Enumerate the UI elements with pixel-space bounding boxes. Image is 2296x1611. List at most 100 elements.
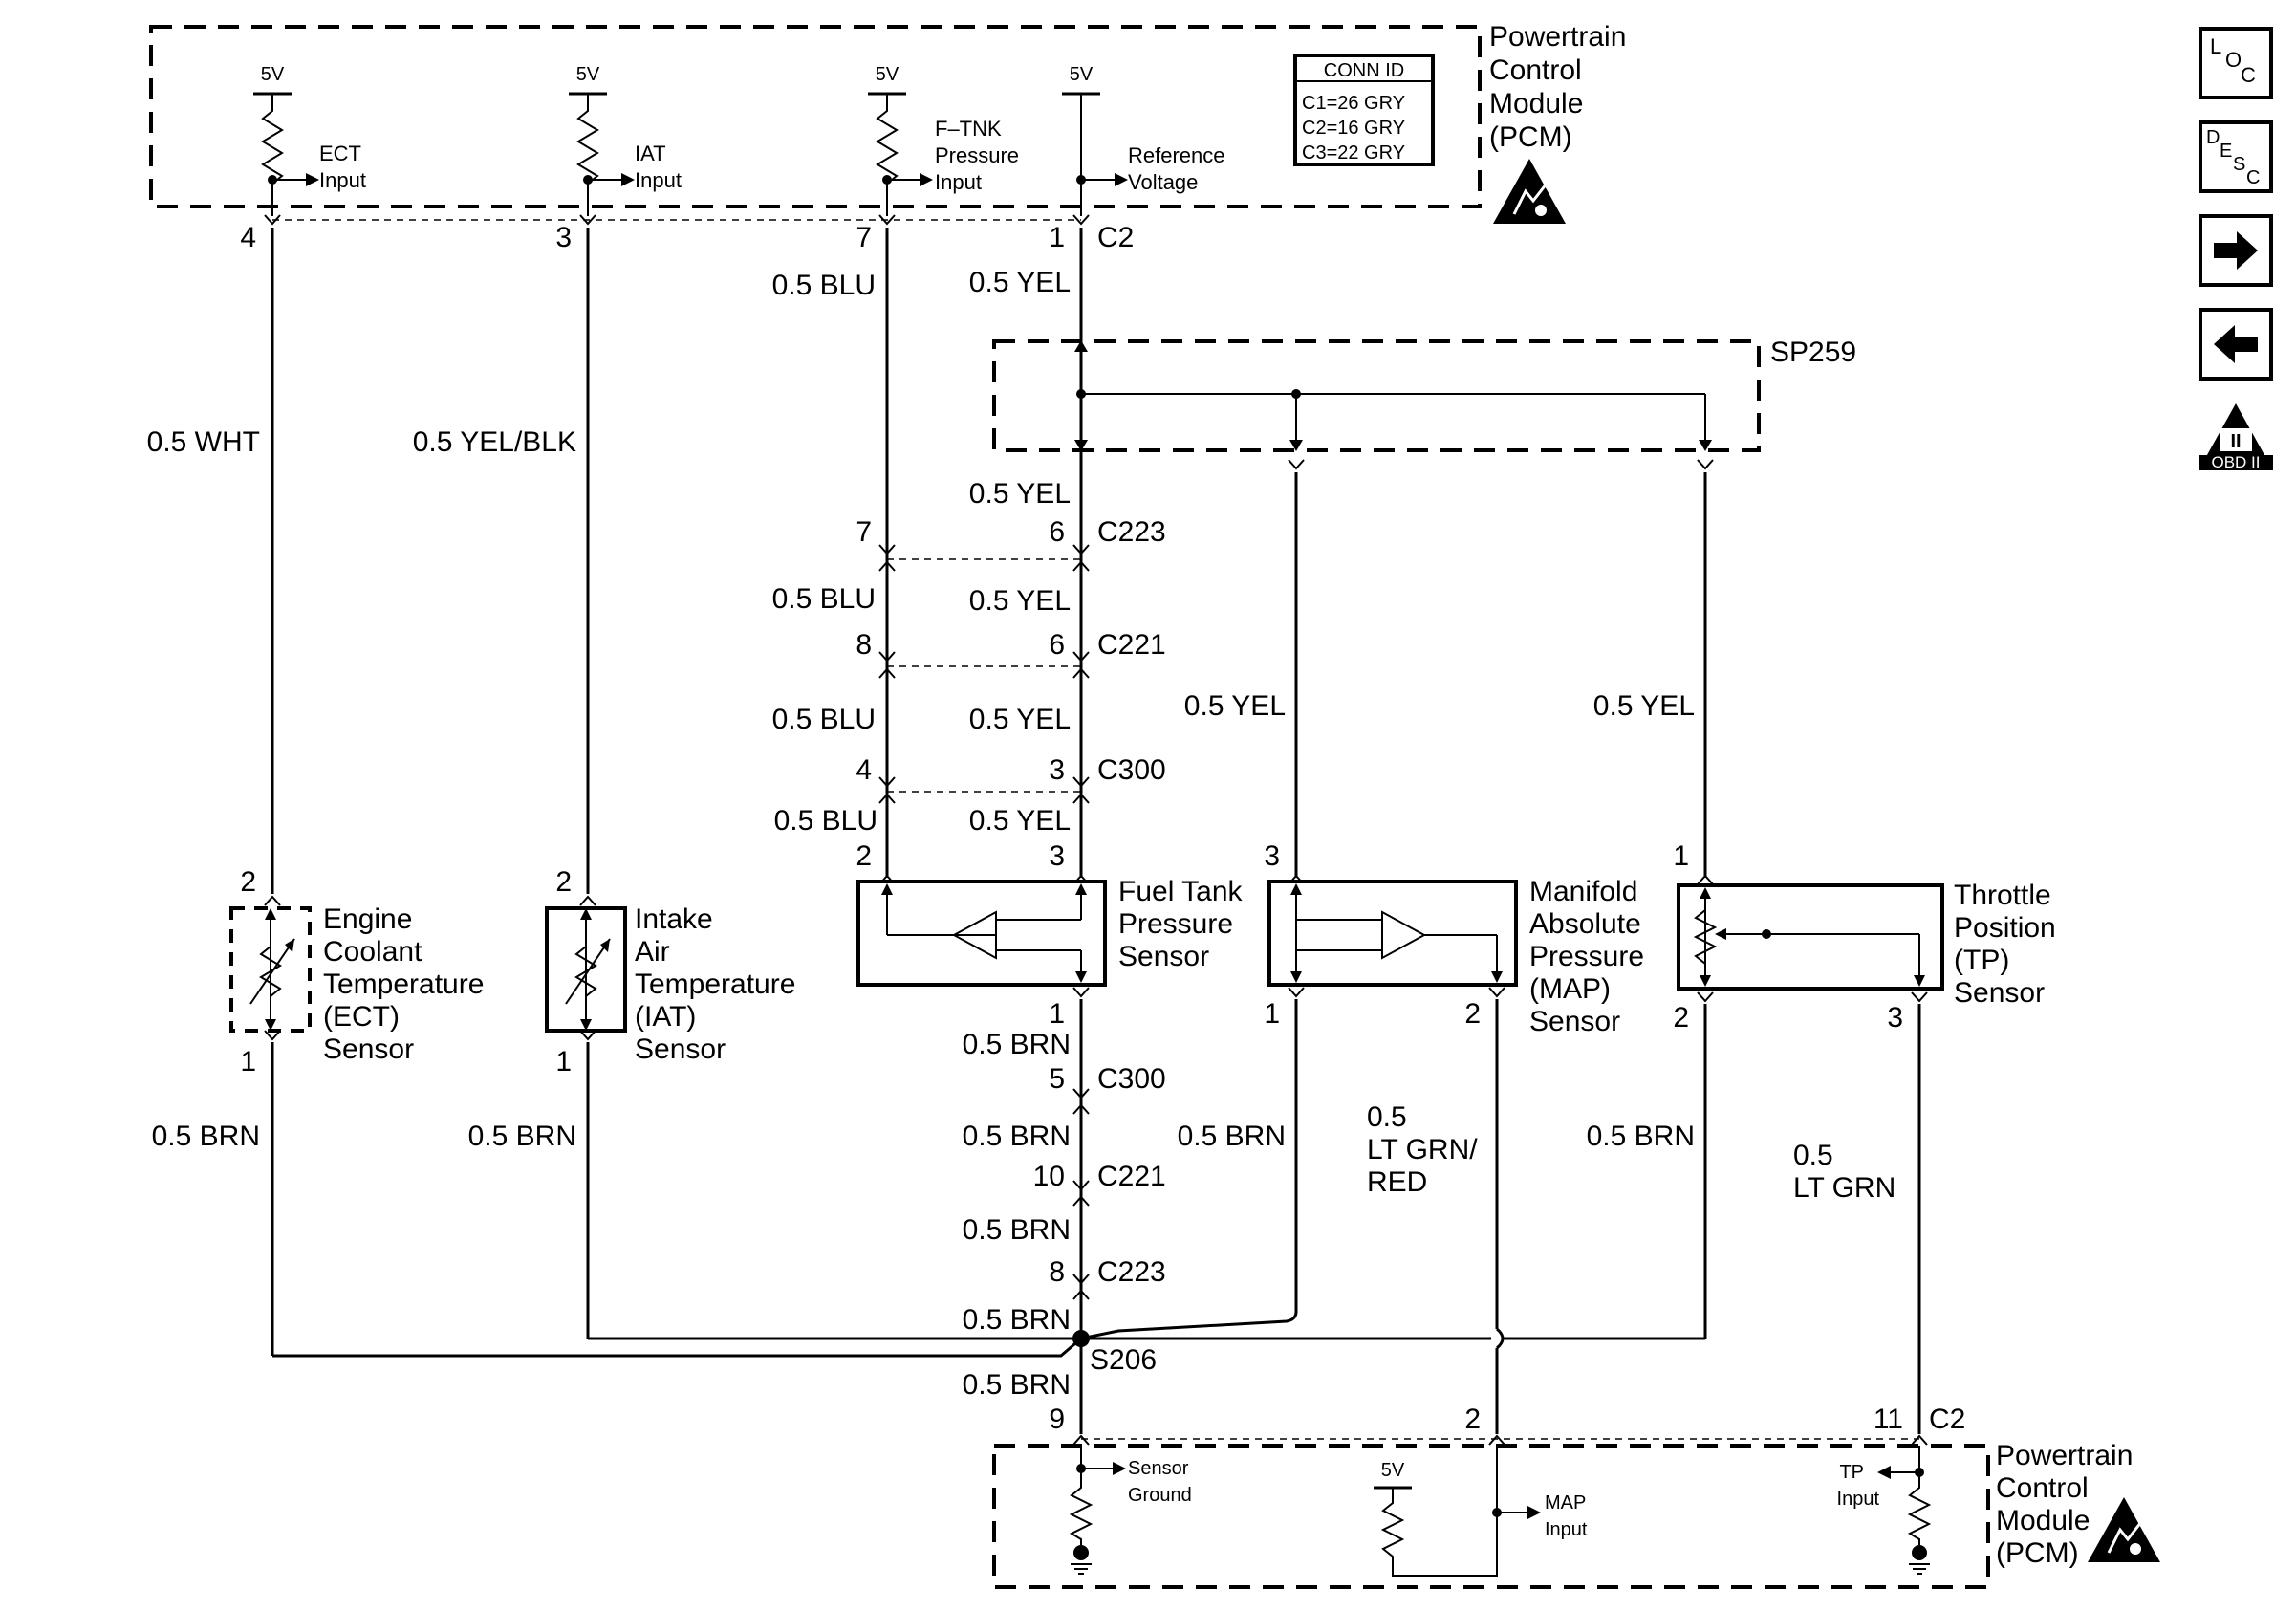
obd-caption: OBD II xyxy=(2211,453,2260,471)
map-input-label-2: Input xyxy=(1545,1519,1588,1540)
pin-label: 3 xyxy=(1049,840,1065,872)
ect-sensor-label-2: Coolant xyxy=(323,936,422,968)
pcm-ftnk-input: 5V F–TNK Pressure Input xyxy=(868,64,1019,216)
connector-c300-label: C300 xyxy=(1097,754,1166,786)
wire-label-yel: 0.5 YEL xyxy=(1593,690,1695,722)
desc-letter-s: S xyxy=(2233,154,2245,175)
map-sensor-label-2: Absolute xyxy=(1529,908,1641,940)
pin-label: 4 xyxy=(240,222,256,253)
pcm-map-input: 5V MAP Input xyxy=(1374,1446,1588,1577)
pcm-top-boundary xyxy=(149,25,1482,208)
connector-c2-label: C2 xyxy=(1929,1404,1965,1435)
v5-label: 5V xyxy=(1070,64,1094,85)
pin-label: 4 xyxy=(856,754,872,786)
connector-c300-label: C300 xyxy=(1097,1063,1166,1095)
splice-pack-sp259: SP259 xyxy=(992,337,1856,469)
pcm-iat-input: 5V IAT Input xyxy=(569,64,682,216)
pin-label: 11 xyxy=(1874,1404,1903,1435)
map-sensor-label-1: Manifold xyxy=(1529,876,1637,907)
pin-label: 2 xyxy=(240,866,256,898)
connector-c2-bottom: 9 2 11 C2 xyxy=(1049,1404,1965,1446)
connector-c221-label: C221 xyxy=(1097,1161,1166,1192)
map-sensor-label-5: Sensor xyxy=(1529,1006,1620,1037)
loc-letter-c: C xyxy=(2241,63,2256,87)
thermistor-icon xyxy=(249,908,295,1031)
pin-label: 1 xyxy=(1264,998,1280,1030)
ref-voltage-label-1: Reference xyxy=(1128,143,1225,167)
tp-sensor-label-3: (TP) xyxy=(1954,945,2009,976)
pin-label: 6 xyxy=(1049,516,1065,548)
ground-icon xyxy=(1912,1545,1927,1560)
ftp-sensor-label-1: Fuel Tank xyxy=(1118,876,1244,907)
conn-id-c3: C3=22 GRY xyxy=(1302,142,1405,163)
wire-label-brn: 0.5 BRN xyxy=(963,1304,1071,1336)
pin-label: 1 xyxy=(1673,840,1689,872)
ftp-sensor-label-2: Pressure xyxy=(1118,908,1233,940)
pin-label: 1 xyxy=(240,1046,256,1078)
amplifier-icon xyxy=(1381,910,1427,960)
tp-sensor-label-1: Throttle xyxy=(1954,880,2051,911)
map-sensor: Manifold Absolute Pressure (MAP) Sensor xyxy=(1267,876,1644,1037)
ref-voltage-label-2: Voltage xyxy=(1128,170,1198,194)
conn-id-c2: C2=16 GRY xyxy=(1302,118,1405,139)
ect-input-label-1: ECT xyxy=(319,142,361,165)
map-sensor-label-4: (MAP) xyxy=(1529,973,1611,1005)
pin-label: 1 xyxy=(1049,998,1065,1030)
pin-label: 10 xyxy=(1033,1161,1065,1192)
connector-c2-top: 4 3 7 1 C2 xyxy=(240,214,1134,253)
pcm-bottom-label-3: Module xyxy=(1996,1505,2090,1536)
nav-loc-button[interactable]: L O C xyxy=(2199,27,2273,99)
nav-obd2-button[interactable]: II OBD II xyxy=(2199,403,2273,471)
pcm-sensor-ground: Sensor Ground xyxy=(1069,1446,1192,1575)
fuel-tank-pressure-sensor: Fuel Tank Pressure Sensor xyxy=(856,876,1244,987)
v5-label: 5V xyxy=(876,64,899,85)
tp-sensor-label-4: Sensor xyxy=(1954,977,2045,1009)
pcm-tp-input: TP Input xyxy=(1837,1446,1932,1575)
iat-input-label-2: Input xyxy=(635,168,682,192)
iat-input-label-1: IAT xyxy=(635,142,666,165)
nav-prev-button[interactable] xyxy=(2199,308,2273,381)
pin-label: 8 xyxy=(1049,1256,1065,1288)
map-sensor-label-3: Pressure xyxy=(1529,941,1644,972)
iat-sensor-label-1: Intake xyxy=(635,903,713,935)
wire-label-yel: 0.5 YEL xyxy=(969,805,1071,837)
pin-label: 7 xyxy=(856,516,872,548)
pcm-ect-input: 5V ECT Input xyxy=(253,64,366,216)
esd-warning-icon xyxy=(2086,1495,2162,1564)
pcm-reference-voltage: 5V Reference Voltage xyxy=(1062,64,1225,216)
sensor-ground-label-1: Sensor xyxy=(1128,1458,1189,1479)
pin-label: 2 xyxy=(1673,1002,1689,1034)
tp-circuit: 0.5 YEL 1 Throttle Position (TP) Sensor … xyxy=(1081,472,2056,1434)
tp-sensor-label-2: Position xyxy=(1954,912,2056,944)
nav-desc-button[interactable]: D E S C xyxy=(2199,120,2273,193)
pcm-bottom-label-4: (PCM) xyxy=(1996,1537,2079,1569)
pin-label: 9 xyxy=(1049,1404,1065,1435)
wire-label-blu: 0.5 BLU xyxy=(774,805,877,837)
connector-c223-label: C223 xyxy=(1097,1256,1166,1288)
pcm-top-label-3: Module xyxy=(1489,88,1583,120)
amplifier-icon xyxy=(951,910,997,960)
thermistor-icon xyxy=(565,908,611,1031)
desc-letter-d: D xyxy=(2206,127,2220,148)
wire-label-yel: 0.5 YEL xyxy=(969,478,1071,510)
ect-sensor-label-5: Sensor xyxy=(323,1034,414,1065)
esd-warning-icon xyxy=(1491,157,1568,226)
ect-sensor-label-1: Engine xyxy=(323,903,412,935)
wire-label-yel: 0.5 YEL xyxy=(969,704,1071,735)
desc-letter-c: C xyxy=(2246,167,2260,188)
wire-label-wht: 0.5 WHT xyxy=(147,426,260,458)
pcm-bottom-label-1: Powertrain xyxy=(1996,1440,2133,1471)
ect-input-label-2: Input xyxy=(319,168,366,192)
wire-label-yel: 0.5 YEL xyxy=(969,267,1071,298)
ftnk-input-label-2: Pressure xyxy=(935,143,1019,167)
conn-id-table: CONN ID C1=26 GRY C2=16 GRY C3=22 GRY xyxy=(1293,54,1435,166)
nav-next-button[interactable] xyxy=(2199,214,2273,287)
pin-label: 6 xyxy=(1049,629,1065,661)
ftnk-input-label-1: F–TNK xyxy=(935,117,1002,141)
sensor-ground-label-2: Ground xyxy=(1128,1485,1192,1506)
map-circuit: 0.5 YEL 3 Manifold Absolute Pressure (MA… xyxy=(1080,472,1644,1434)
pcm-top-label-2: Control xyxy=(1489,54,1582,86)
pin-label: 1 xyxy=(1049,222,1065,253)
pin-label: 3 xyxy=(555,222,572,253)
s206-label: S206 xyxy=(1090,1344,1157,1376)
